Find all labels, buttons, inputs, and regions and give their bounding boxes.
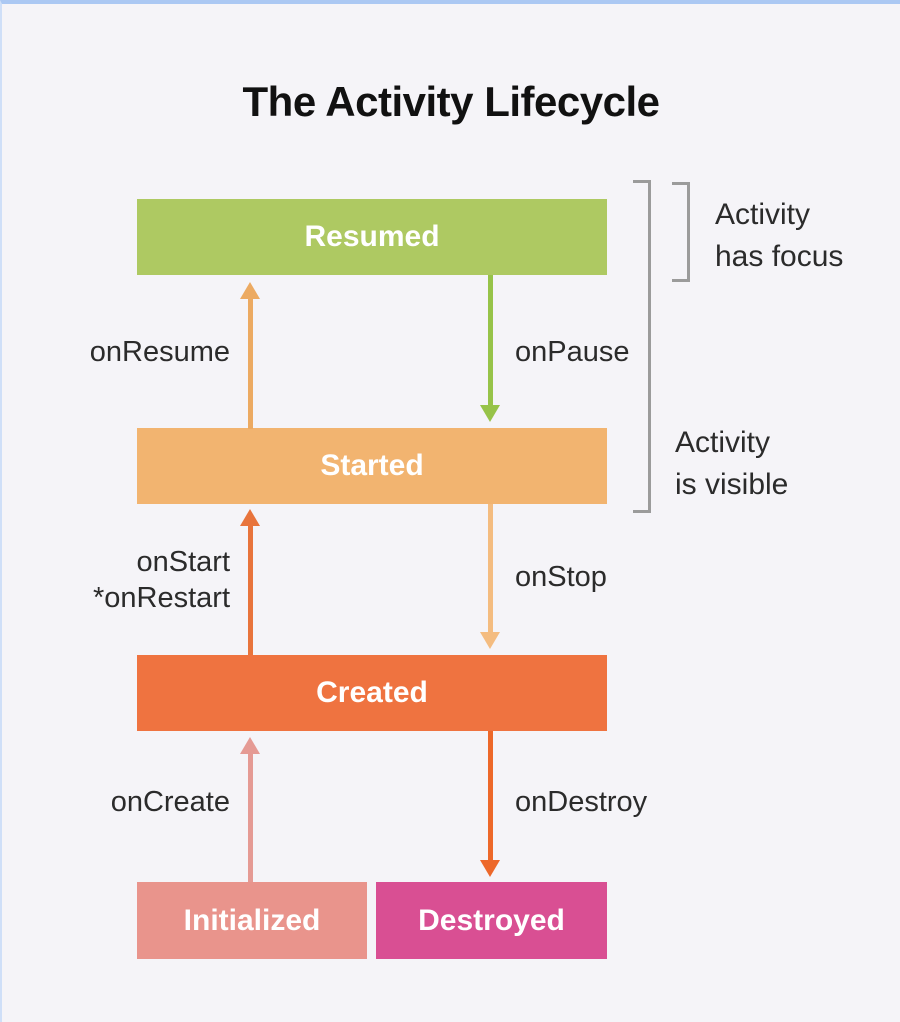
state-box-initialized: Initialized [137, 882, 367, 959]
annotation-is-visible-line2: is visible [675, 468, 789, 501]
state-label-resumed: Resumed [304, 220, 440, 253]
arrow-shaft [247, 521, 253, 655]
transition-label-on-start-line: onStart [136, 546, 231, 578]
arrow-on-create [240, 737, 260, 882]
bracket-is-visible [633, 180, 651, 513]
annotation-is-visible-line1: Activity [675, 426, 771, 459]
arrowhead-up-icon [240, 282, 260, 299]
state-label-destroyed: Destroyed [418, 903, 565, 937]
transition-label-on-pause: onPause [515, 336, 630, 368]
annotation-is-visible: Activity is visible [675, 422, 788, 506]
transition-label-on-start: onStart *onRestart [42, 544, 230, 616]
state-label-initialized: Initialized [183, 903, 321, 937]
arrow-on-destroy [480, 731, 500, 877]
arrow-shaft [487, 504, 493, 637]
arrow-shaft [487, 275, 493, 410]
transition-label-on-resume: onResume [89, 336, 230, 368]
arrowhead-up-icon [240, 737, 260, 754]
arrow-shaft [487, 731, 493, 865]
arrow-on-start [240, 509, 260, 655]
arrow-shaft [247, 294, 253, 429]
state-box-destroyed: Destroyed [376, 882, 607, 959]
arrowhead-down-icon [480, 860, 500, 877]
transition-label-on-restart-line: *onRestart [92, 582, 230, 614]
state-label-created: Created [316, 676, 428, 709]
page-title: The Activity Lifecycle [242, 78, 660, 125]
state-box-created: Created [137, 655, 607, 731]
annotation-has-focus-line1: Activity [715, 198, 811, 231]
state-box-resumed: Resumed [137, 199, 607, 275]
arrowhead-up-icon [240, 509, 260, 526]
transition-label-on-create: onCreate [110, 786, 230, 818]
bracket-has-focus [672, 182, 690, 282]
arrowhead-down-icon [480, 632, 500, 649]
transition-label-on-stop: onStop [515, 561, 607, 593]
annotation-has-focus-line2: has focus [715, 240, 844, 273]
arrow-on-stop [480, 504, 500, 649]
arrow-on-pause [480, 275, 500, 422]
annotation-has-focus: Activity has focus [715, 194, 843, 278]
arrow-shaft [247, 749, 253, 882]
transition-label-on-destroy: onDestroy [515, 786, 648, 818]
arrowhead-down-icon [480, 405, 500, 422]
state-box-started: Started [137, 428, 607, 504]
state-label-started: Started [320, 449, 424, 482]
arrow-on-resume [240, 282, 260, 429]
